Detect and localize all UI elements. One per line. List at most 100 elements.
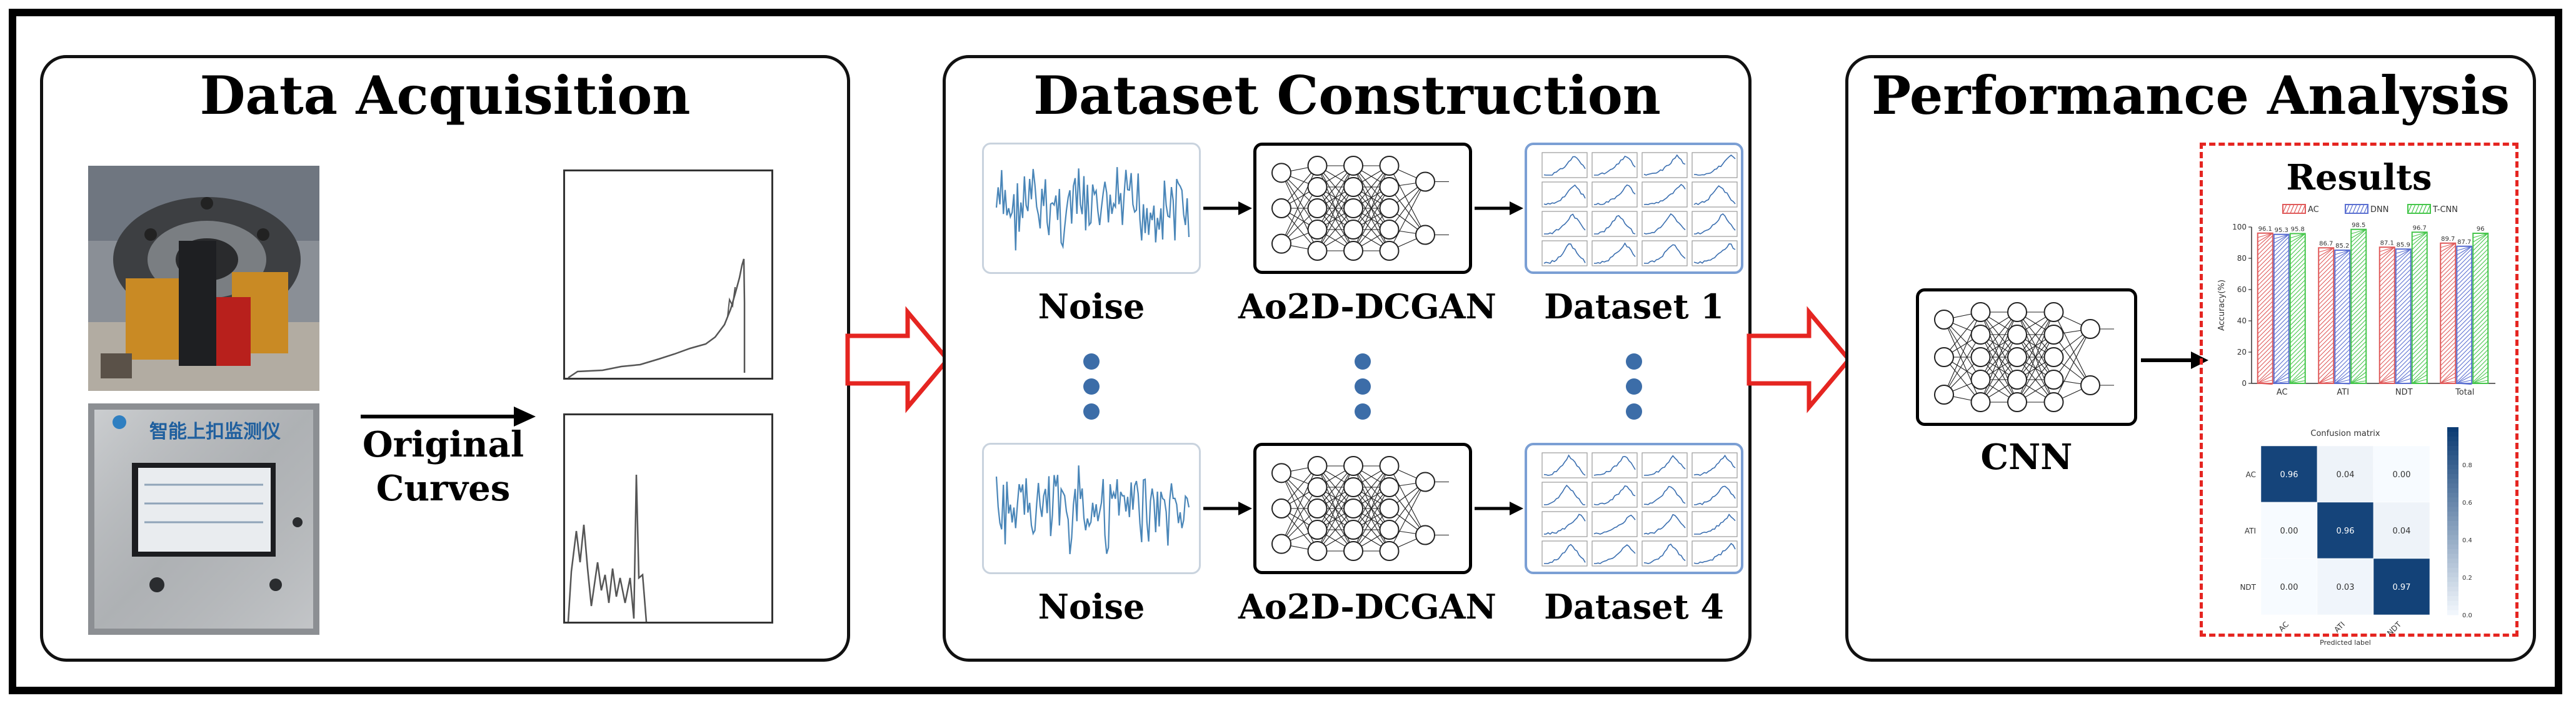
dataset-cell xyxy=(1691,452,1738,478)
bar-hatch xyxy=(2472,233,2488,247)
noise-plot-1 xyxy=(982,143,1201,274)
bar-hatch xyxy=(2334,278,2350,295)
dataset-curve xyxy=(1593,485,1636,505)
bar-hatch xyxy=(2412,251,2428,268)
dataset-curve xyxy=(1694,513,1736,535)
network-node xyxy=(1343,520,1363,540)
dataset-grid-4 xyxy=(1525,443,1743,574)
y-tick-label: 60 xyxy=(2237,285,2247,294)
bar-hatch xyxy=(2257,362,2273,378)
bar-hatch xyxy=(2440,280,2456,296)
bar-hatch xyxy=(2273,328,2290,345)
confusion-cell-value: 0.00 xyxy=(2393,470,2411,480)
bar-hatch xyxy=(2257,310,2273,326)
bar-hatch xyxy=(2379,280,2395,296)
bar-hatch xyxy=(2395,365,2412,381)
colorbar-segment xyxy=(2447,502,2458,507)
bar-hatch xyxy=(2472,323,2488,339)
bar-hatch xyxy=(2395,251,2412,267)
bar-hatch xyxy=(2257,323,2273,339)
bar-hatch xyxy=(2273,368,2290,384)
confusion-cell xyxy=(2260,445,2318,503)
colorbar-segment xyxy=(2447,563,2458,569)
bar-hatch xyxy=(2273,359,2290,375)
confusion-cell xyxy=(2373,445,2430,503)
bar-hatch xyxy=(2440,276,2456,292)
bar-hatch xyxy=(2395,248,2411,254)
bar-hatch xyxy=(2440,320,2456,336)
monitor-instrument-photo: 智能上扣监测仪 xyxy=(88,403,319,635)
bar-hatch xyxy=(2379,332,2395,348)
bar-hatch xyxy=(2318,346,2334,362)
bar-hatch xyxy=(2379,372,2395,384)
network-node xyxy=(1307,198,1328,218)
noise-signal-1 xyxy=(995,167,1190,251)
bar-hatch xyxy=(2379,297,2395,313)
bar-hatch xyxy=(2290,271,2306,286)
colorbar-segment xyxy=(2447,437,2458,442)
bar-hatch xyxy=(2379,306,2395,322)
bar-hatch xyxy=(2273,298,2290,314)
legend-hatch xyxy=(2345,204,2350,214)
legend-label: T-CNN xyxy=(2432,205,2458,215)
bar-hatch xyxy=(2440,293,2456,310)
network-node xyxy=(1379,177,1400,197)
colorbar-segment xyxy=(2447,455,2458,460)
arrow-model-to-dataset-1 xyxy=(1475,201,1523,215)
bar-hatch xyxy=(2412,339,2428,355)
ellipsis-dot xyxy=(1355,353,1371,370)
bar-value-label: 95.8 xyxy=(2291,226,2305,233)
bar-hatch xyxy=(2472,327,2488,343)
colorbar-segment xyxy=(2447,544,2458,550)
bar-hatch xyxy=(2257,380,2273,384)
bar-hatch xyxy=(2379,275,2395,291)
colorbar-segment xyxy=(2447,432,2458,437)
confusion-cell-value: 0.97 xyxy=(2393,583,2411,592)
bar xyxy=(2395,248,2412,384)
colorbar-tick-label: 0.6 xyxy=(2462,500,2472,507)
network-node xyxy=(1343,177,1363,197)
bar-hatch xyxy=(2350,328,2367,344)
bar-hatch xyxy=(2290,293,2306,308)
bar-hatch xyxy=(2273,258,2290,275)
bar-value-label: 98.5 xyxy=(2352,222,2365,229)
network-node xyxy=(1379,477,1400,497)
bar-hatch xyxy=(2334,287,2350,303)
network-node xyxy=(1415,171,1435,192)
bar-hatch xyxy=(2334,261,2350,277)
bar-hatch xyxy=(2395,343,2412,359)
bar-hatch xyxy=(2257,257,2273,273)
bar-hatch xyxy=(2290,233,2306,243)
legend-hatch xyxy=(2356,204,2361,214)
bar-hatch xyxy=(2379,363,2395,379)
bar-hatch xyxy=(2318,306,2334,323)
network-edge xyxy=(1281,165,1318,244)
network-edge xyxy=(1281,173,1318,230)
dataset-cell xyxy=(1541,181,1588,208)
network-node xyxy=(1271,498,1291,518)
colorbar-segment xyxy=(2447,427,2458,432)
dataset-curve xyxy=(1693,542,1736,564)
bar-hatch xyxy=(2379,367,2395,383)
network-edge xyxy=(1389,465,1426,535)
bar-hatch xyxy=(2290,253,2306,269)
bar-hatch xyxy=(2472,305,2488,321)
bar-hatch xyxy=(2273,236,2290,253)
bar-hatch xyxy=(2290,249,2306,265)
bar-hatch xyxy=(2350,262,2367,278)
confusion-cell-value: 0.96 xyxy=(2337,527,2355,536)
dataset-cell xyxy=(1541,452,1588,478)
bar-hatch xyxy=(2350,319,2367,335)
bar-hatch xyxy=(2350,301,2367,318)
bar-hatch xyxy=(2440,285,2456,301)
network-node xyxy=(2043,325,2064,345)
colorbar-segment xyxy=(2447,582,2458,587)
bar-hatch xyxy=(2257,375,2273,384)
bar-hatch xyxy=(2257,349,2273,365)
bar-hatch xyxy=(2257,233,2273,238)
bar-hatch xyxy=(2273,337,2290,353)
bar-hatch xyxy=(2440,368,2456,384)
bar xyxy=(2318,247,2335,384)
bar-hatch xyxy=(2257,318,2273,335)
confusion-cell-value: 0.04 xyxy=(2337,470,2355,480)
